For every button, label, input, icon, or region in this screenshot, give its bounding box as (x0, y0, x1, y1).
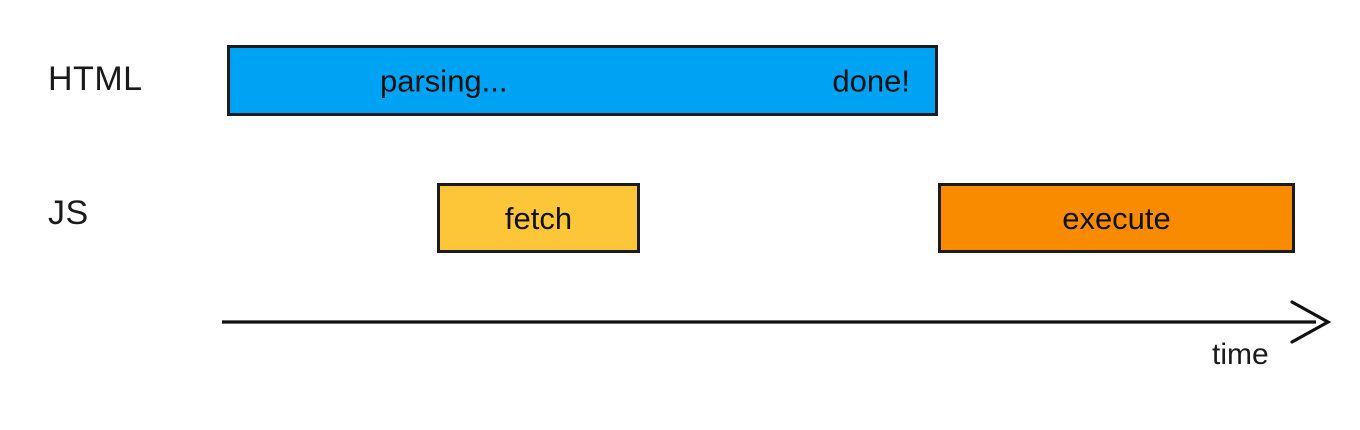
html-parsing-bar: parsing... done! (227, 45, 938, 116)
js-execute-bar: execute (938, 183, 1295, 253)
row-label-html: HTML (48, 60, 143, 98)
done-label: done! (832, 63, 910, 98)
parsing-label: parsing... (380, 63, 508, 98)
time-axis-label: time (1212, 338, 1269, 371)
execute-label: execute (1062, 200, 1171, 236)
fetch-label: fetch (504, 200, 573, 236)
row-label-js: JS (48, 194, 89, 232)
js-fetch-bar: fetch (437, 183, 640, 253)
